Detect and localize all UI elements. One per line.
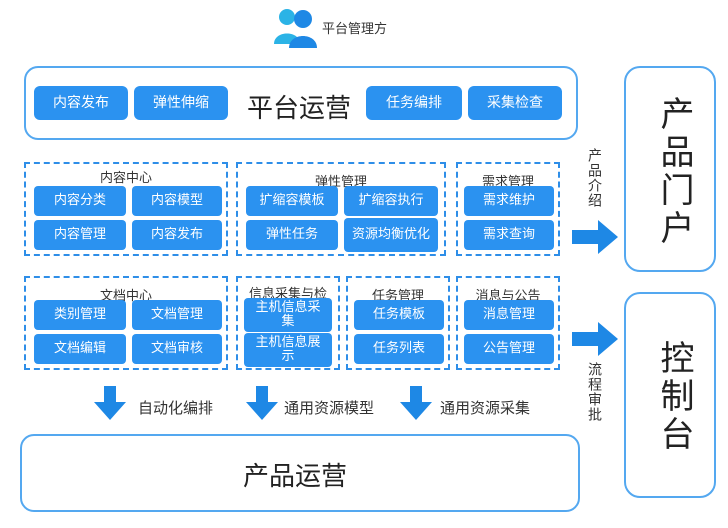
btn-task-template[interactable]: 任务模板 xyxy=(354,300,444,330)
btn-scale-execute[interactable]: 扩缩容执行 xyxy=(344,186,438,216)
header: 平台管理方 xyxy=(272,4,432,48)
btn-collect-check[interactable]: 采集检查 xyxy=(468,86,562,120)
flow-label-resource-collect: 通用资源采集 xyxy=(440,399,531,417)
btn-elastic-task[interactable]: 弹性任务 xyxy=(246,220,338,250)
flow-label-resource-model: 通用资源模型 xyxy=(284,399,375,417)
btn-demand-query[interactable]: 需求查询 xyxy=(464,220,554,250)
btn-demand-maintain[interactable]: 需求维护 xyxy=(464,186,554,216)
arrow-down-icon xyxy=(246,386,278,420)
arrow-right-icon xyxy=(572,322,618,356)
console-panel[interactable] xyxy=(624,292,716,498)
btn-task-list[interactable]: 任务列表 xyxy=(354,334,444,364)
btn-category-manage[interactable]: 类别管理 xyxy=(34,300,126,330)
btn-content-release[interactable]: 内容发布 xyxy=(132,220,222,250)
btn-content-publish[interactable]: 内容发布 xyxy=(34,86,128,120)
flow-label-product-intro: 产品介绍 xyxy=(586,148,602,208)
users-icon xyxy=(274,9,317,48)
btn-host-display[interactable]: 主机信息展示 xyxy=(244,333,332,367)
arrow-right-icon xyxy=(572,220,618,254)
platform-ops-title: 平台运营 xyxy=(246,94,351,124)
btn-content-model[interactable]: 内容模型 xyxy=(132,186,222,216)
console-title: 控制台 xyxy=(654,340,694,454)
product-portal-title: 产品门户 xyxy=(654,96,694,248)
arrow-down-icon xyxy=(400,386,432,420)
arrow-down-icon xyxy=(94,386,126,420)
btn-resource-balance[interactable]: 资源均衡优化 xyxy=(344,218,438,252)
btn-doc-review[interactable]: 文档审核 xyxy=(132,334,222,364)
btn-doc-manage[interactable]: 文档管理 xyxy=(132,300,222,330)
flow-label-process-approval: 流程审批 xyxy=(586,362,602,422)
btn-notice-manage[interactable]: 公告管理 xyxy=(464,334,554,364)
btn-doc-edit[interactable]: 文档编辑 xyxy=(34,334,126,364)
product-portal-panel[interactable] xyxy=(624,66,716,272)
product-ops-panel xyxy=(20,434,580,512)
btn-task-orchestration[interactable]: 任务编排 xyxy=(366,86,462,120)
btn-host-collect[interactable]: 主机信息采集 xyxy=(244,298,332,332)
header-title: 平台管理方 xyxy=(322,22,388,37)
btn-content-category[interactable]: 内容分类 xyxy=(34,186,126,216)
flow-label-auto-orchestration: 自动化编排 xyxy=(138,399,214,417)
btn-message-manage[interactable]: 消息管理 xyxy=(464,300,554,330)
product-ops-title: 产品运营 xyxy=(242,462,347,492)
btn-scale-template[interactable]: 扩缩容模板 xyxy=(246,186,338,216)
btn-elastic-scaling[interactable]: 弹性伸缩 xyxy=(134,86,228,120)
group-title: 内容中心 xyxy=(99,171,152,186)
btn-content-manage[interactable]: 内容管理 xyxy=(34,220,126,250)
